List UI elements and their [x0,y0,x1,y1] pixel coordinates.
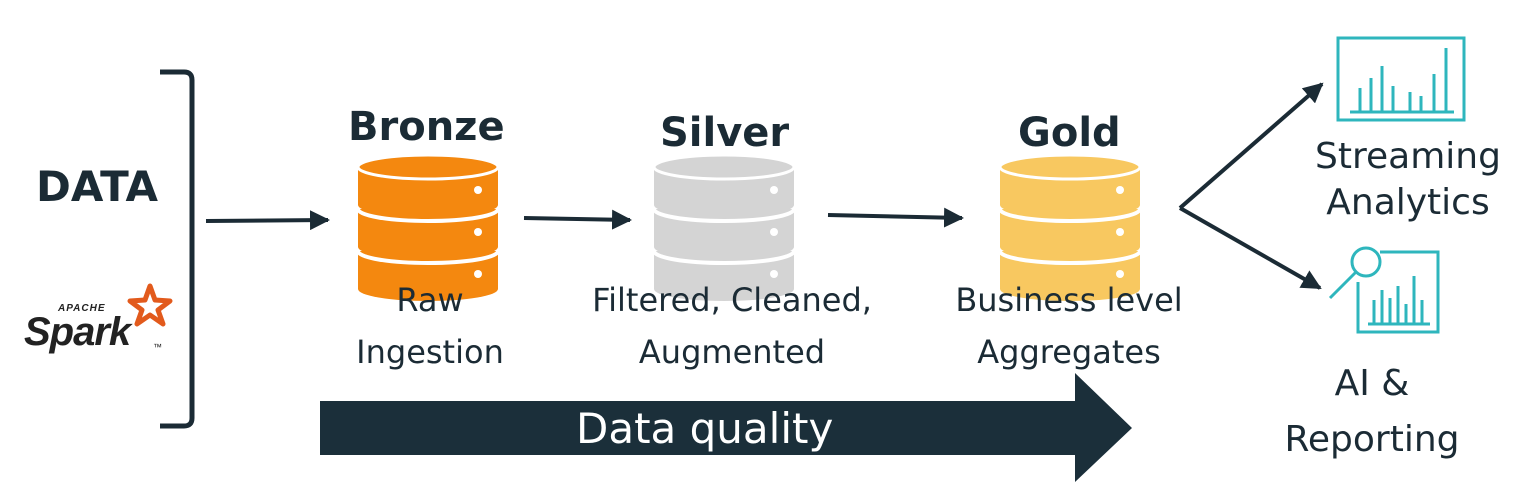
spark-logo-name: Spark [24,310,131,354]
bronze-label-line2: Ingestion [356,333,504,371]
bronze-label-line1: Raw [396,281,464,319]
bronze-database-icon [356,153,500,301]
spark-star-icon [127,283,173,327]
silver-label-line2: Augmented [638,333,826,371]
streaming-label-line2: Analytics [1326,182,1490,223]
source-bracket [160,69,195,429]
ai-reporting-label: AI & Reporting [1262,356,1482,468]
spark-logo-small-text: APACHE [58,303,106,314]
magnifier-chart-icon [1328,246,1440,334]
silver-title: Silver [660,110,790,156]
gold-database-icon [998,153,1142,301]
streaming-label-line1: Streaming [1315,136,1501,177]
arrow-gold-to-streaming [1178,82,1324,210]
silver-database-icon [652,153,796,301]
arrow-data-to-bronze [205,210,330,231]
arrow-bronze-to-silver [523,209,632,230]
ai-label-line2: Reporting [1284,419,1460,460]
ai-label-line1: AI & [1334,363,1410,404]
bronze-title: Bronze [348,104,505,150]
gold-title: Gold [1018,110,1121,156]
streaming-analytics-label: Streaming Analytics [1290,134,1526,226]
silver-label-line1: Filtered, Cleaned, [592,281,872,319]
arrow-silver-to-gold [827,207,964,228]
bronze-label: Raw Ingestion [330,274,530,378]
spark-logo-tm: ™ [153,342,162,352]
gold-label: Business level Aggregates [936,274,1202,378]
data-title: DATA [36,162,159,211]
bar-chart-icon [1336,36,1466,122]
gold-label-line2: Aggregates [977,333,1161,371]
silver-label: Filtered, Cleaned, Augmented [560,274,904,378]
gold-label-line1: Business level [955,281,1183,319]
data-quality-arrow [320,373,1132,482]
data-quality-label: Data quality [576,404,834,453]
arrow-gold-to-reporting [1179,206,1322,290]
